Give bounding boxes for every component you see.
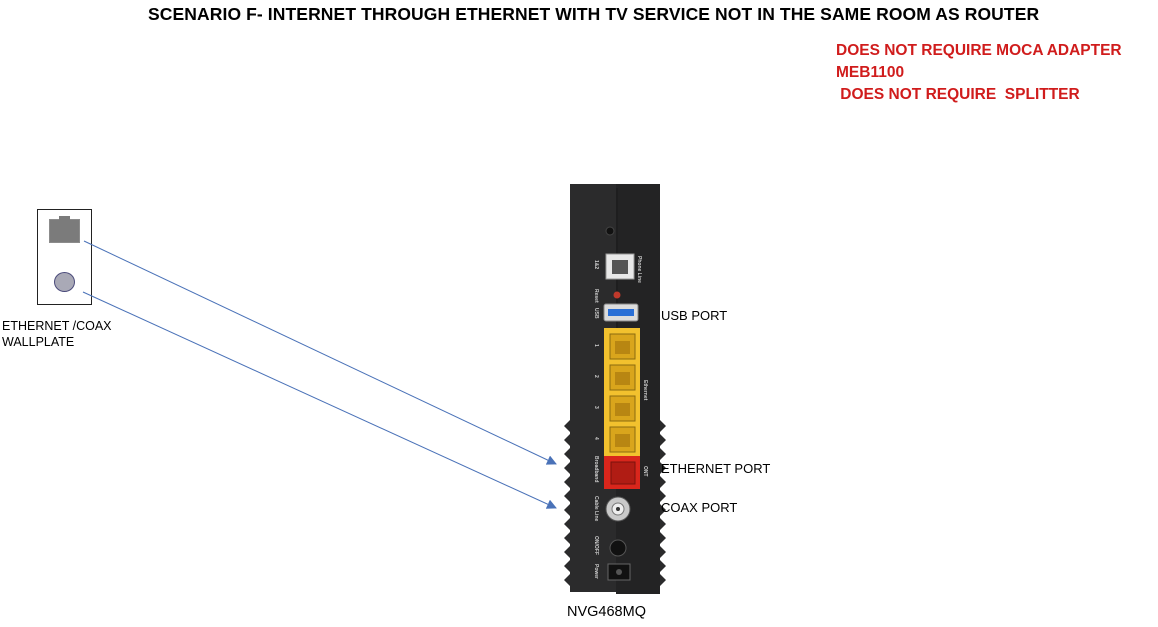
ethernet-coax-wallplate xyxy=(37,209,92,305)
requirements-notes: DOES NOT REQUIRE MOCA ADAPTER MEB1100 DO… xyxy=(836,40,1122,106)
label-broadband: Broadband xyxy=(593,456,599,482)
label-port-4: 4 xyxy=(593,437,599,440)
note-no-splitter: DOES NOT REQUIRE SPLITTER xyxy=(836,86,1080,103)
label-port-2: 2 xyxy=(593,375,599,378)
note-model: MEB1100 xyxy=(836,64,905,81)
wallplate-label-line1: ETHERNET /COAX xyxy=(2,319,112,333)
reset-button[interactable] xyxy=(613,291,621,299)
screw-icon xyxy=(605,226,615,236)
label-reset: Reset xyxy=(593,289,599,303)
label-power: Power xyxy=(593,564,599,579)
usb-port-label: USB PORT xyxy=(661,308,728,323)
wallplate-label: ETHERNET /COAX WALLPLATE xyxy=(2,318,112,350)
power-button[interactable] xyxy=(609,539,627,557)
label-ethernet: Ethernet xyxy=(642,380,648,401)
router-device: Phone Line 1&2 Reset USB 1 2 3 4 Etherne… xyxy=(564,184,666,594)
label-usb: USB xyxy=(593,308,599,319)
label-cable-line: Cable Line xyxy=(593,496,599,522)
ethernet-port-label: ETHERNET PORT xyxy=(661,461,771,476)
wallplate-coax-jack-icon xyxy=(54,272,75,292)
ethernet-lan-ports xyxy=(609,333,636,453)
ethernet-wire-arrow xyxy=(83,240,557,465)
wallplate-ethernet-jack-icon xyxy=(49,216,80,243)
coax-wire-arrow xyxy=(82,291,557,509)
label-port-1: 1 xyxy=(593,344,599,347)
label-port-3: 3 xyxy=(593,406,599,409)
router-cooling-ridges xyxy=(564,420,666,586)
label-line-12: 1&2 xyxy=(593,260,599,269)
label-on-off: ON/OFF xyxy=(593,536,599,555)
label-ont: ONT xyxy=(642,466,648,477)
wallplate-label-line2: WALLPLATE xyxy=(2,335,75,349)
note-no-moca-adapter: DOES NOT REQUIRE MOCA ADAPTER xyxy=(836,42,1122,59)
diagram-title: SCENARIO F- INTERNET THROUGH ETHERNET WI… xyxy=(148,4,1040,24)
coax-port-label: COAX PORT xyxy=(661,500,738,515)
router-model-label: NVG468MQ xyxy=(567,604,646,620)
label-phone-line: Phone Line xyxy=(636,256,642,283)
